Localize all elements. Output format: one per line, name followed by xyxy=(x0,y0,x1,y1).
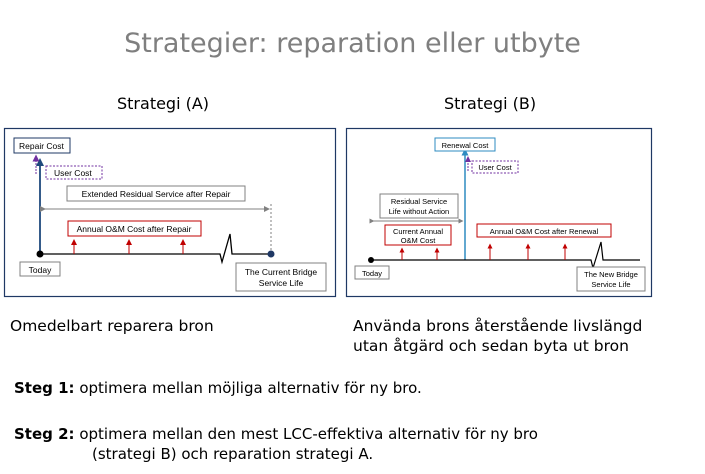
repair-cost-label: Repair Cost xyxy=(19,141,65,151)
current-om-line2: O&M Cost xyxy=(401,236,437,245)
renewal-cost-label: Renewal Cost xyxy=(442,141,490,150)
strategy-a-caption: Omedelbart reparera bron xyxy=(10,317,214,335)
end-label-a-line2: Service Life xyxy=(259,278,304,288)
step-1-label: Steg 1: xyxy=(14,379,75,397)
slide-title: Strategier: reparation eller utbyte xyxy=(124,28,581,59)
step-1-text: optimera mellan möjliga alternativ för n… xyxy=(79,379,422,397)
step-1: Steg 1: optimera mellan möjliga alternat… xyxy=(14,378,422,398)
step-2: Steg 2: optimera mellan den mest LCC-eff… xyxy=(14,424,538,444)
today-label-a: Today xyxy=(29,265,52,275)
strategy-b-caption-line2: utan åtgärd och sedan byta ut bron xyxy=(353,337,629,355)
step-2-text-line2: (strategi B) och reparation strategi A. xyxy=(92,445,374,463)
strategy-a-label: Strategi (A) xyxy=(117,94,210,113)
residual-label-line2: Life without Action xyxy=(389,207,449,216)
today-label-b: Today xyxy=(362,269,382,278)
end-label-b-line2: Service Life xyxy=(591,280,630,289)
residual-label-line1: Residual Service xyxy=(391,197,447,206)
strategy-b-label: Strategi (B) xyxy=(444,94,537,113)
current-om-line1: Current Annual xyxy=(393,227,443,236)
strategy-a-diagram: Repair Cost User Cost Extended Residual … xyxy=(3,127,337,298)
strategy-b-diagram: Renewal Cost User Cost Residual Service … xyxy=(345,127,653,298)
annual-om-label-a: Annual O&M Cost after Repair xyxy=(77,224,192,234)
end-label-a-line1: The Current Bridge xyxy=(245,267,318,277)
step-2-text-line1: optimera mellan den mest LCC-effektiva a… xyxy=(79,425,538,443)
end-label-b-line1: The New Bridge xyxy=(584,270,638,279)
step-2-label: Steg 2: xyxy=(14,425,75,443)
user-cost-label-a: User Cost xyxy=(54,168,92,178)
strategy-b-caption-line1: Använda brons återstående livslängd xyxy=(353,317,643,335)
user-cost-label-b: User Cost xyxy=(478,163,512,172)
annual-om-renewal-label: Annual O&M Cost after Renewal xyxy=(490,227,599,236)
extended-residual-label: Extended Residual Service after Repair xyxy=(82,189,231,199)
